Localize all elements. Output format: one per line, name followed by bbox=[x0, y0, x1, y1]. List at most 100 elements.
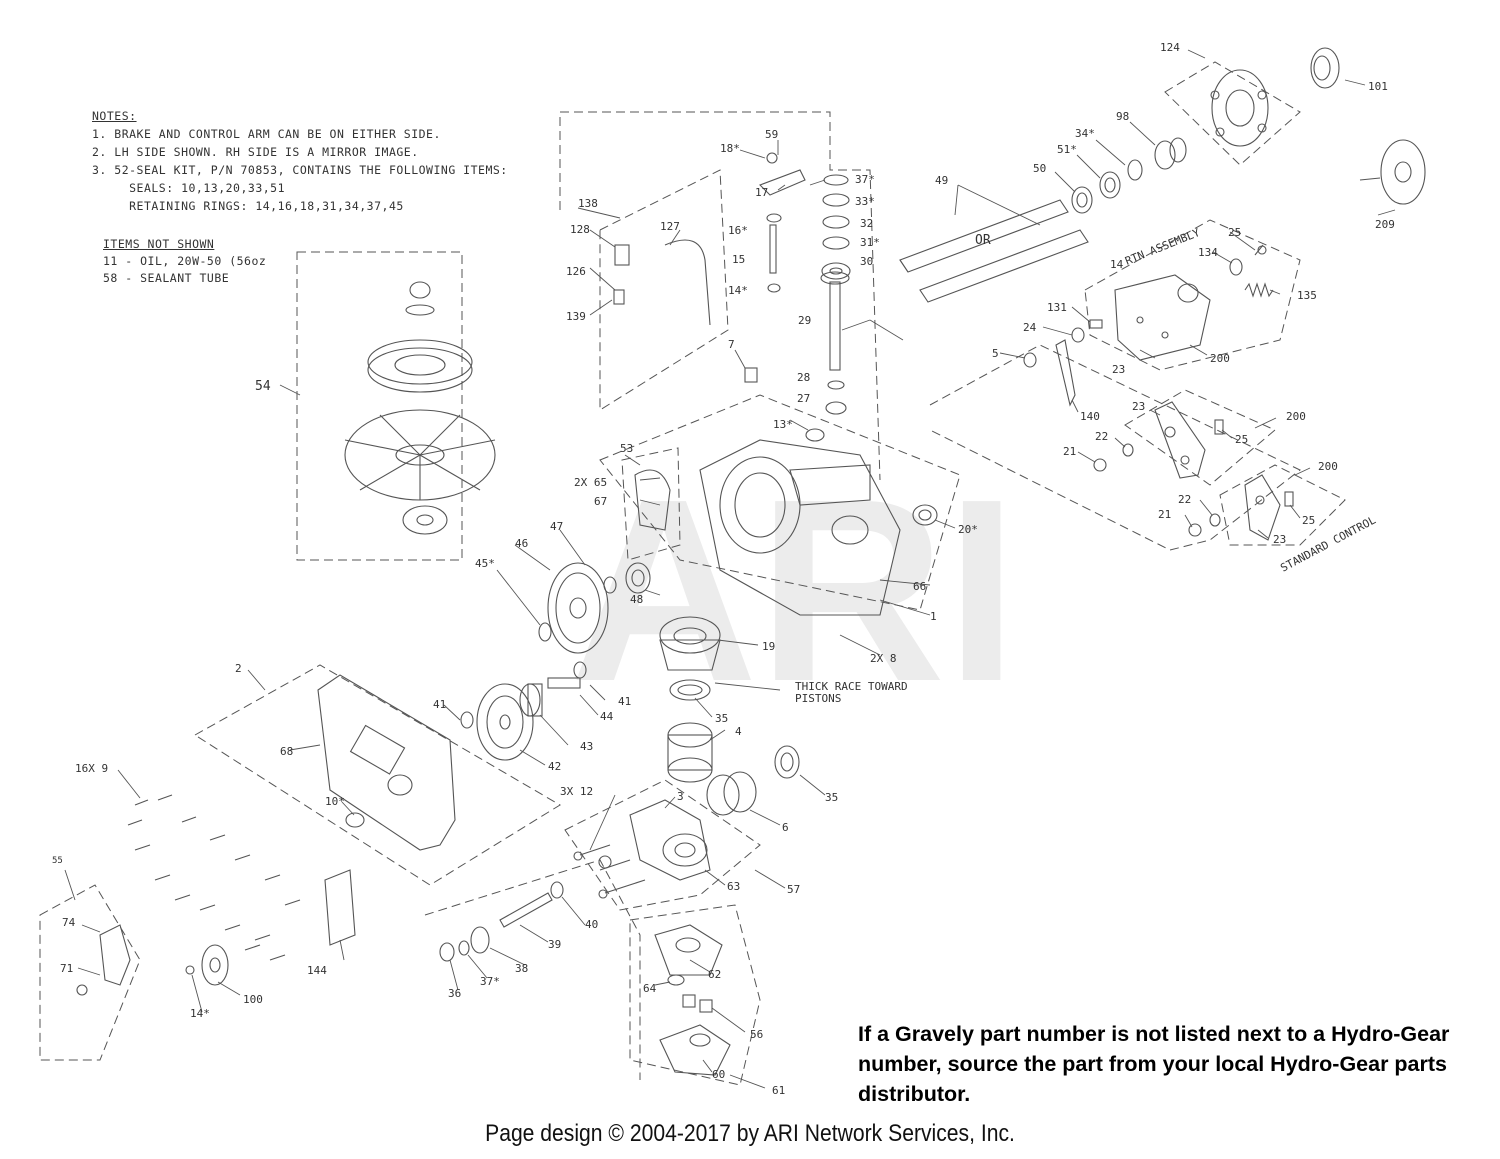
arm-140 bbox=[1055, 339, 1076, 407]
callout-7: 7 bbox=[728, 338, 735, 351]
group-outline-case bbox=[599, 394, 961, 611]
callout-21b: 21 bbox=[1158, 508, 1171, 521]
callout-23c: 23 bbox=[1273, 533, 1286, 546]
callout-47: 47 bbox=[550, 520, 563, 533]
wheel-hub-124 bbox=[1210, 69, 1269, 147]
hub-209 bbox=[1359, 139, 1426, 205]
callout-22a: 22 bbox=[1095, 430, 1108, 443]
callout-28: 28 bbox=[797, 371, 810, 384]
ring-16 bbox=[766, 213, 782, 223]
callout-200a: 200 bbox=[1210, 352, 1230, 365]
callout-139: 139 bbox=[566, 310, 586, 323]
note-line-2: 2. LH SIDE SHOWN. RH SIDE IS A MIRROR IM… bbox=[92, 145, 419, 159]
bypass-rod-127 bbox=[613, 239, 711, 326]
callout-128: 128 bbox=[570, 223, 590, 236]
callout-50: 50 bbox=[1033, 162, 1046, 175]
ring-33 bbox=[822, 193, 850, 207]
plate-60 bbox=[659, 1024, 731, 1076]
callout-35a: 35 bbox=[715, 712, 728, 725]
callout-134: 134 bbox=[1198, 246, 1218, 259]
callout-45: 45* bbox=[475, 557, 495, 570]
callout-65: 2X 65 bbox=[574, 476, 607, 489]
callout-21a: 21 bbox=[1063, 445, 1076, 458]
ring-14b bbox=[185, 965, 195, 975]
note-line-1: 1. BRAKE AND CONTROL ARM CAN BE ON EITHE… bbox=[92, 127, 441, 141]
callout-53: 53 bbox=[620, 442, 633, 455]
callout-140: 140 bbox=[1080, 410, 1100, 423]
washer-41a bbox=[460, 711, 474, 729]
hub-54 bbox=[402, 505, 448, 535]
callout-9: 16X 9 bbox=[75, 762, 108, 775]
callout-41b: 41 bbox=[618, 695, 631, 708]
group-outline-200 bbox=[1124, 389, 1276, 486]
bolts-12 bbox=[573, 844, 646, 899]
callout-36: 36 bbox=[448, 987, 461, 1000]
callout-101: 101 bbox=[1368, 80, 1388, 93]
callout-30: 30 bbox=[860, 255, 873, 268]
fan-54 bbox=[344, 409, 496, 501]
callout-40: 40 bbox=[585, 918, 598, 931]
group-outline-55 bbox=[39, 884, 141, 1061]
callout-56: 56 bbox=[750, 1028, 763, 1041]
bracket-144 bbox=[324, 869, 356, 946]
bearing-50 bbox=[1071, 186, 1093, 214]
callout-67: 67 bbox=[594, 495, 607, 508]
pin-15 bbox=[769, 224, 777, 274]
callout-138: 138 bbox=[578, 197, 598, 210]
callout-14c: 14 bbox=[1110, 258, 1124, 271]
callout-12: 3X 12 bbox=[560, 785, 593, 798]
washer-40 bbox=[550, 881, 564, 899]
callout-200b: 200 bbox=[1286, 410, 1306, 423]
callout-131: 131 bbox=[1047, 301, 1067, 314]
ring-14 bbox=[767, 283, 781, 293]
callout-59: 59 bbox=[765, 128, 778, 141]
side-cover-2 bbox=[317, 674, 456, 851]
bolt-25a bbox=[1254, 244, 1267, 256]
note-line-5: RETAINING RINGS: 14,16,18,31,34,37,45 bbox=[92, 199, 404, 213]
callout-23a: 23 bbox=[1112, 363, 1125, 376]
rtn-assembly-label: RTN ASSEMBLY bbox=[1123, 226, 1202, 268]
washer-134 bbox=[1229, 258, 1243, 276]
group-outline-53 bbox=[621, 447, 681, 561]
seal-27 bbox=[825, 401, 847, 415]
group-outline-standard bbox=[1219, 464, 1346, 546]
callout-209: 209 bbox=[1375, 218, 1395, 231]
valve-56 bbox=[682, 994, 713, 1013]
group-outline-61 bbox=[629, 904, 761, 1086]
callout-14b: 14* bbox=[190, 1007, 210, 1020]
callout-200c: 200 bbox=[1318, 460, 1338, 473]
group-outline-2 bbox=[194, 664, 561, 886]
callout-46: 46 bbox=[515, 537, 528, 550]
gear-38 bbox=[470, 926, 490, 954]
notes-heading: NOTES: bbox=[92, 109, 137, 123]
callout-41a: 41 bbox=[433, 698, 446, 711]
callout-66: 66 bbox=[913, 580, 926, 593]
callout-71: 71 bbox=[60, 962, 73, 975]
arm-17 bbox=[759, 169, 806, 196]
callout-13: 13* bbox=[773, 418, 793, 431]
washer-28 bbox=[827, 380, 845, 390]
thrust-bearing-35a bbox=[669, 679, 711, 701]
callout-55: 55 bbox=[52, 856, 63, 866]
callout-64: 64 bbox=[643, 982, 657, 995]
callout-2: 2 bbox=[235, 662, 242, 675]
callout-20: 20* bbox=[958, 523, 978, 536]
washer-36 bbox=[439, 942, 455, 962]
callout-15: 15 bbox=[732, 253, 745, 266]
rtn-plate-14 bbox=[1114, 274, 1211, 361]
callout-39: 39 bbox=[548, 938, 561, 951]
ring-31 bbox=[822, 236, 850, 250]
callout-6: 6 bbox=[782, 821, 789, 834]
standard-control-label: STANDARD CONTROL bbox=[1278, 513, 1378, 574]
note-line-3: 3. 52-SEAL KIT, P/N 70853, CONTAINS THE … bbox=[92, 163, 508, 177]
gear-42 bbox=[476, 683, 534, 761]
group-outline-54 bbox=[296, 251, 463, 561]
center-section-19 bbox=[659, 616, 721, 671]
callout-4: 4 bbox=[735, 725, 742, 738]
notes-block: NOTES: 1. BRAKE AND CONTROL ARM CAN BE O… bbox=[92, 107, 508, 215]
seal-20 bbox=[912, 504, 938, 526]
callout-144: 144 bbox=[307, 964, 327, 977]
callout-48: 48 bbox=[630, 593, 643, 606]
callout-124: 124 bbox=[1160, 41, 1180, 54]
control-plate-200c bbox=[1244, 474, 1281, 541]
